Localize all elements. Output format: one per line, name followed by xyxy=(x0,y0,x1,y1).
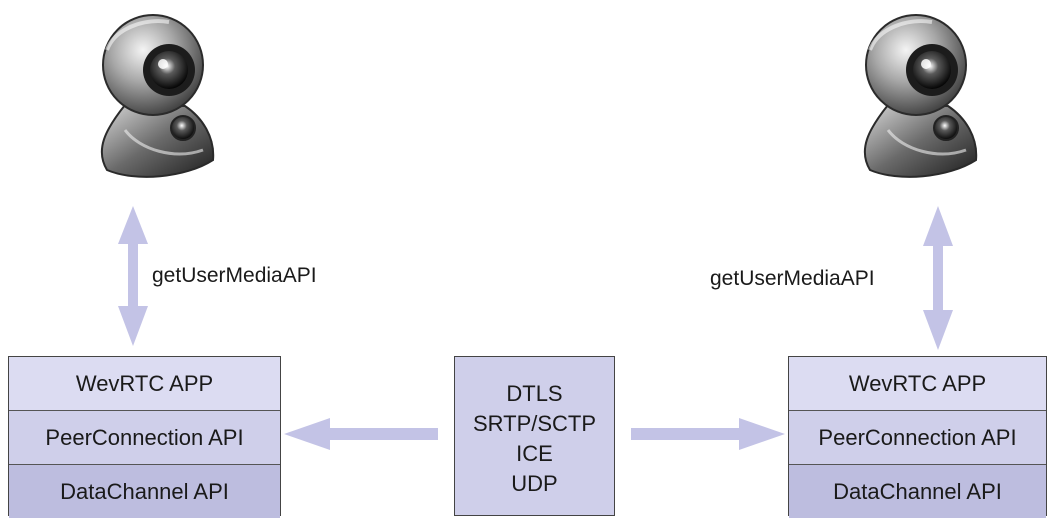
protocol-udp: UDP xyxy=(511,471,558,496)
left-datachannel-layer: DataChannel API xyxy=(9,465,280,518)
left-api-stack: WevRTC APP PeerConnection API DataChanne… xyxy=(8,356,281,518)
protocol-srtp-sctp: SRTP/SCTP xyxy=(472,411,597,436)
right-app-layer: WevRTC APP xyxy=(789,357,1046,411)
right-horizontal-arrow xyxy=(631,418,785,450)
protocol-dtls: DTLS xyxy=(506,381,563,406)
left-webcam-icon xyxy=(99,13,216,179)
left-vertical-arrow xyxy=(118,206,148,346)
right-peerconnection-layer: PeerConnection API xyxy=(789,411,1046,465)
transport-protocols-box: DTLS SRTP/SCTP ICE UDP xyxy=(454,356,615,516)
left-app-layer: WevRTC APP xyxy=(9,357,280,411)
left-horizontal-arrow xyxy=(284,418,438,450)
left-peerconnection-layer: PeerConnection API xyxy=(9,411,280,465)
right-getusermedia-label: getUserMediaAPI xyxy=(710,267,875,290)
right-datachannel-layer: DataChannel API xyxy=(789,465,1046,518)
left-getusermedia-label: getUserMediaAPI xyxy=(152,264,317,287)
protocol-ice: ICE xyxy=(516,441,553,466)
right-webcam-icon xyxy=(862,13,979,179)
right-vertical-arrow xyxy=(923,206,953,350)
right-api-stack: WevRTC APP PeerConnection API DataChanne… xyxy=(788,356,1047,518)
